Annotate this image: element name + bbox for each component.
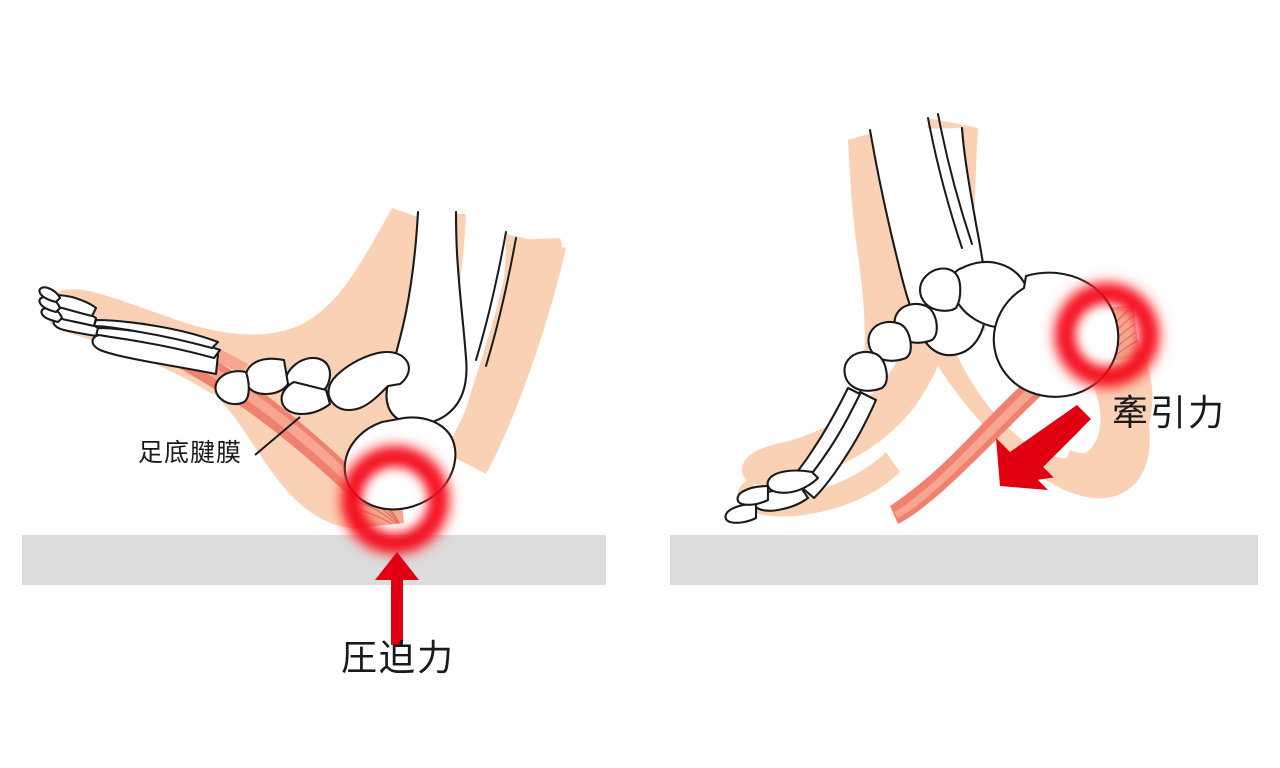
ground-left xyxy=(22,535,606,585)
left-foot-figure xyxy=(38,208,566,529)
plantar-fascia-label: 足底腱膜 xyxy=(138,438,243,467)
ground-surfaces xyxy=(22,535,1258,585)
ground-right xyxy=(670,535,1258,585)
traction-arrow xyxy=(996,405,1091,490)
pain-glow-left xyxy=(333,438,457,562)
compression-arrow xyxy=(375,552,419,645)
pain-glow-right xyxy=(1047,275,1167,395)
traction-force-label: 牽引力 xyxy=(1112,393,1227,434)
compressive-force-label: 圧迫力 xyxy=(341,638,456,679)
fascia-leader-line xyxy=(254,416,301,456)
right-foot-figure xyxy=(724,113,1153,524)
